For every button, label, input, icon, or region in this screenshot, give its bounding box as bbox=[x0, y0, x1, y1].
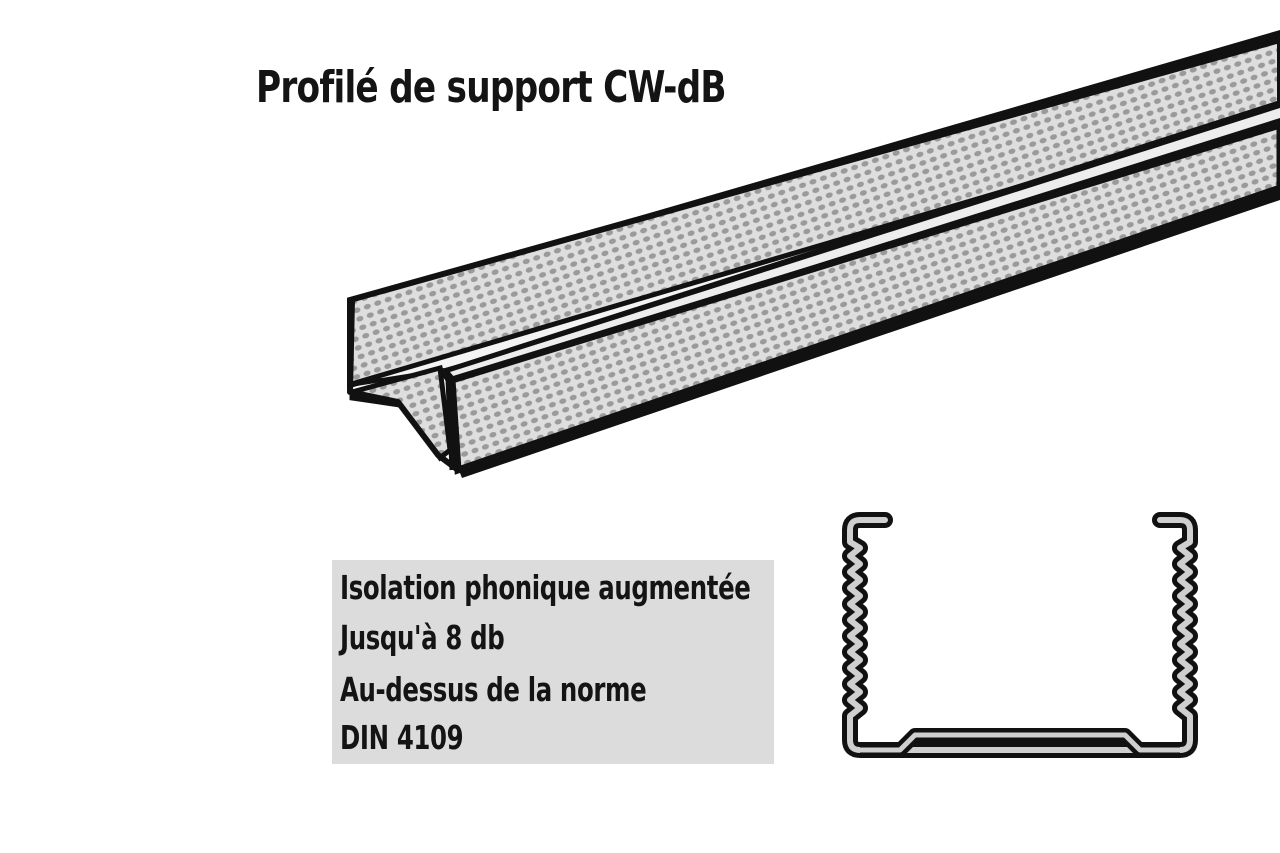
info-line-norm: Au-dessus de la norme bbox=[340, 670, 647, 709]
info-line-din: DIN 4109 bbox=[340, 718, 464, 757]
c-profile-cross-section-icon bbox=[842, 512, 1198, 758]
info-line-insulation: Isolation phonique augmentée bbox=[340, 568, 751, 607]
info-line-db: Jusqu'à 8 db bbox=[340, 618, 505, 657]
page-title: Profilé de support CW-dB bbox=[256, 62, 727, 113]
info-box bbox=[332, 560, 774, 764]
